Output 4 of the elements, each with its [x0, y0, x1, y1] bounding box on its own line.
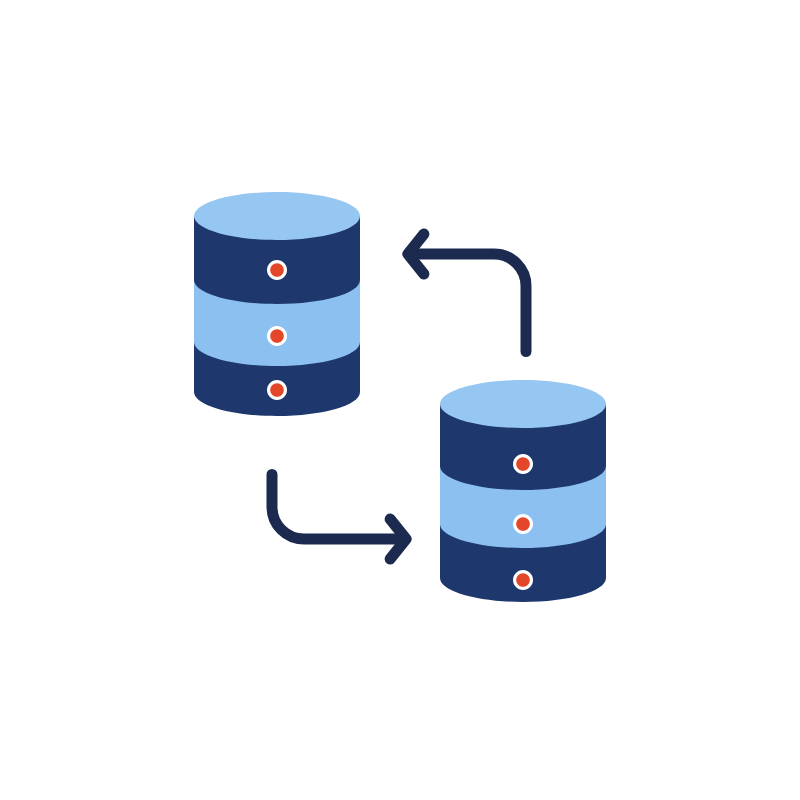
arrow	[402, 228, 532, 358]
database-drawing	[440, 380, 606, 602]
database-drawing	[194, 192, 360, 416]
arrow	[266, 468, 412, 565]
